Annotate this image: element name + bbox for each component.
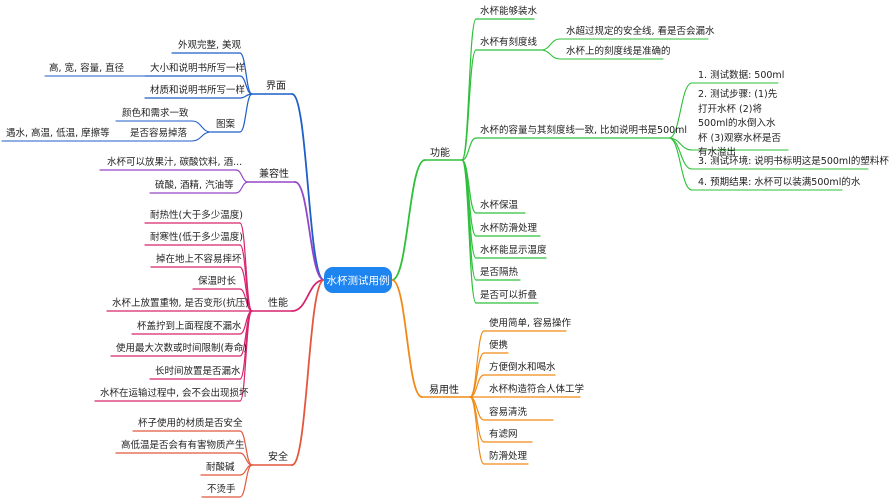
main-connector	[391, 159, 426, 281]
jiemian-item[interactable]: 外观完整, 美观	[178, 40, 242, 51]
child-connector	[239, 93, 253, 133]
yiyong-item[interactable]: 方便倒水和喝水	[489, 362, 556, 373]
gongneng-item[interactable]: 水杯有刻度线	[480, 37, 538, 48]
main-connector	[291, 279, 325, 466]
jianrong-item[interactable]: 水杯可以放果汁, 碳酸饮料, 酒...	[107, 157, 243, 168]
main-connector	[391, 279, 423, 398]
tuan-sub-item[interactable]: 是否容易掉落	[130, 128, 188, 139]
rongliang-sub-item[interactable]: 2. 测试步骤: (1)先打开水杯 (2)将500ml的水倒入水杯 (3)观察水…	[698, 89, 781, 158]
branch-jianrongxing[interactable]: 兼容性	[259, 169, 289, 180]
child-connector	[239, 288, 253, 312]
daxiao-sub-item[interactable]: 高, 宽, 容量, 直径	[49, 63, 125, 74]
child-connector	[191, 131, 212, 142]
gongneng-item[interactable]: 是否可以折叠	[480, 290, 538, 301]
gongneng-item[interactable]: 是否隔热	[480, 267, 519, 278]
branch-anquan[interactable]: 安全	[268, 452, 288, 463]
kedu-sub-item[interactable]: 水超过规定的安全线, 看是否会漏水	[566, 26, 715, 37]
child-connector	[461, 49, 477, 161]
gongneng-item[interactable]: 水杯的容量与其刻度线一致, 比如说明书是500ml	[480, 125, 688, 136]
gongneng-item[interactable]: 水杯防滑处理	[480, 223, 538, 234]
gongneng-item[interactable]: 水杯保温	[480, 200, 519, 211]
child-connector	[469, 396, 485, 465]
kedu-sub-item[interactable]: 水杯上的刻度线是准确的	[566, 46, 671, 57]
child-connector	[540, 49, 561, 60]
child-connector	[461, 159, 477, 304]
branch-jiemian[interactable]: 界面	[266, 81, 286, 92]
main-connector	[291, 279, 325, 312]
anquan-item[interactable]: 杯子使用的材质是否安全	[138, 418, 243, 429]
child-connector	[191, 120, 212, 133]
rongliang-sub-item[interactable]: 4. 预期结果: 水杯可以装满500ml的水	[698, 177, 861, 188]
yiyong-item[interactable]: 水杯构造符合人体工学	[489, 384, 585, 395]
child-connector	[235, 181, 249, 194]
branch-xingneng[interactable]: 性能	[268, 298, 288, 309]
jiemian-item[interactable]: 材质和说明书所写一样	[150, 85, 246, 96]
xingneng-item[interactable]: 使用最大次数或时间限制(寿命)	[116, 343, 247, 354]
yiyong-item[interactable]: 容易清洗	[489, 407, 528, 418]
child-connector	[469, 374, 485, 398]
child-connector	[668, 82, 693, 139]
child-connector	[540, 38, 561, 51]
child-connector	[239, 430, 253, 466]
rongliang-sub-item[interactable]: 3. 测试环境: 说明书标明这是500ml的塑料杯	[698, 156, 889, 167]
jiemian-item[interactable]: 大小和说明书所写一样	[150, 63, 246, 74]
child-connector	[235, 169, 249, 183]
gongneng-item[interactable]: 水杯能够装水	[480, 6, 538, 17]
main-connector	[294, 181, 325, 281]
xingneng-item[interactable]: 杯盖拧到上面程度不漏水	[137, 321, 242, 332]
yiyong-item[interactable]: 便携	[489, 340, 509, 351]
tuan-sub-item[interactable]: 颜色和需求一致	[122, 108, 189, 119]
yiyong-item[interactable]: 有滤网	[489, 429, 518, 440]
yiyong-item[interactable]: 防滑处理	[489, 451, 528, 462]
yiyong-item[interactable]: 使用简单, 容易操作	[489, 318, 572, 329]
child-connector	[239, 52, 253, 95]
xingneng-item[interactable]: 掉在地上不容易摔坏	[156, 254, 242, 265]
diaoluo-sub-item[interactable]: 遇水, 高温, 低温, 摩擦等	[6, 128, 110, 139]
xingneng-item[interactable]: 水杯在运输过程中, 会不会出现损坏	[100, 388, 249, 399]
branch-yiyongxing[interactable]: 易用性	[429, 385, 459, 396]
gongneng-item[interactable]: 水杯能显示温度	[480, 245, 547, 256]
child-connector	[239, 464, 253, 498]
jianrong-item[interactable]: 硫酸, 酒精, 汽油等	[155, 180, 234, 191]
main-connector	[291, 93, 325, 281]
anquan-item[interactable]: 不烫手	[207, 484, 236, 495]
xingneng-item[interactable]: 耐寒性(低于多少温度)	[150, 232, 243, 243]
xingneng-item[interactable]: 水杯上放置重物, 是否变形(抗压)	[112, 298, 249, 309]
child-connector	[239, 75, 253, 95]
child-connector	[668, 137, 693, 191]
jiemian-item[interactable]: 图案	[216, 119, 236, 130]
child-connector	[239, 310, 253, 402]
xingneng-item[interactable]: 保温时长	[198, 276, 237, 287]
anquan-item[interactable]: 高低温是否会有有害物质产生	[121, 440, 245, 451]
xingneng-item[interactable]: 耐热性(大于多少温度)	[150, 210, 243, 221]
rongliang-sub-item[interactable]: 1. 测试数据: 500ml	[698, 70, 785, 81]
xingneng-item[interactable]: 长时间放置是否漏水	[155, 366, 241, 377]
branch-gongneng[interactable]: 功能	[430, 148, 450, 159]
root-node[interactable]: 水杯测试用例	[324, 267, 392, 293]
child-connector	[461, 137, 477, 161]
anquan-item[interactable]: 耐酸碱	[206, 462, 235, 473]
